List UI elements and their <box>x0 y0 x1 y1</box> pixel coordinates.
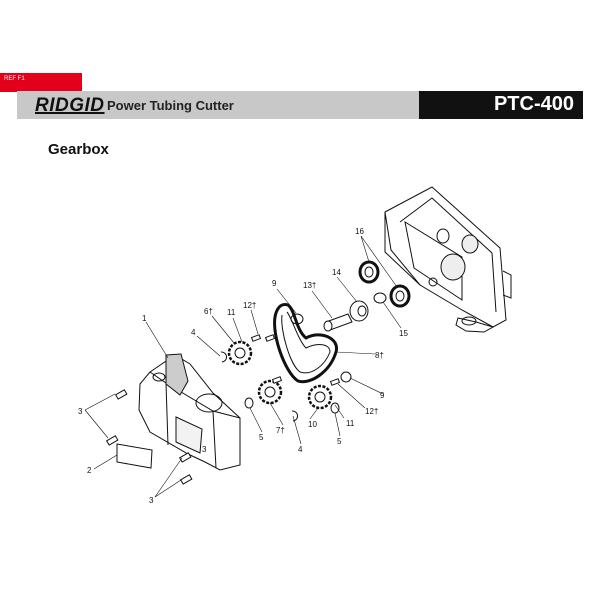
callout-3: 3 <box>78 407 83 416</box>
ref-tab: REF F1 <box>0 73 82 92</box>
callout-11: 11 <box>227 308 236 317</box>
callout-15: 15 <box>399 329 408 338</box>
callout-10: 10 <box>308 420 317 429</box>
callout-8: 8† <box>375 351 384 360</box>
pins <box>250 334 341 386</box>
callout-1: 1 <box>142 314 147 323</box>
thrust-washers <box>290 313 352 383</box>
callout-13: 13† <box>303 281 316 290</box>
ref-tab-label: REF F1 <box>4 76 25 82</box>
callout-2: 2 <box>87 466 92 475</box>
callout-11-right: 11 <box>346 419 355 428</box>
section-title: Gearbox <box>48 141 109 158</box>
screws <box>105 389 193 485</box>
callout-labels: 1 2 3 3 3 4 4 5 5 6† 7† 8† 9 9 10 11 11 … <box>78 227 408 505</box>
motor-housing <box>384 186 512 333</box>
callout-5-right: 5 <box>337 437 342 446</box>
model-box <box>419 91 583 119</box>
callout-3-right: 3 <box>202 445 207 454</box>
callout-7: 7† <box>276 426 285 435</box>
sprockets <box>227 340 333 410</box>
shaft-and-gear <box>323 300 369 332</box>
callout-9-right: 9 <box>380 391 385 400</box>
drive-chain <box>273 303 338 384</box>
model-number: PTC-400 <box>493 93 574 115</box>
callout-6: 6† <box>204 307 213 316</box>
callout-16: 16 <box>355 227 364 236</box>
bearings <box>358 260 411 308</box>
cover-plate <box>116 443 153 469</box>
callout-9: 9 <box>272 279 277 288</box>
leader-lines <box>84 235 402 498</box>
callout-3-lower: 3 <box>149 496 154 505</box>
callout-5: 5 <box>259 433 264 442</box>
product-name: Power Tubing Cutter <box>107 98 234 113</box>
callout-14: 14 <box>332 268 341 277</box>
callout-4-lower: 4 <box>298 445 303 454</box>
gear-case <box>138 353 241 471</box>
spacer <box>373 292 387 304</box>
callout-12: 12† <box>243 301 256 310</box>
callout-12-right: 12† <box>365 407 378 416</box>
brand-logo: RIDGID <box>35 95 105 116</box>
callout-4: 4 <box>191 328 196 337</box>
